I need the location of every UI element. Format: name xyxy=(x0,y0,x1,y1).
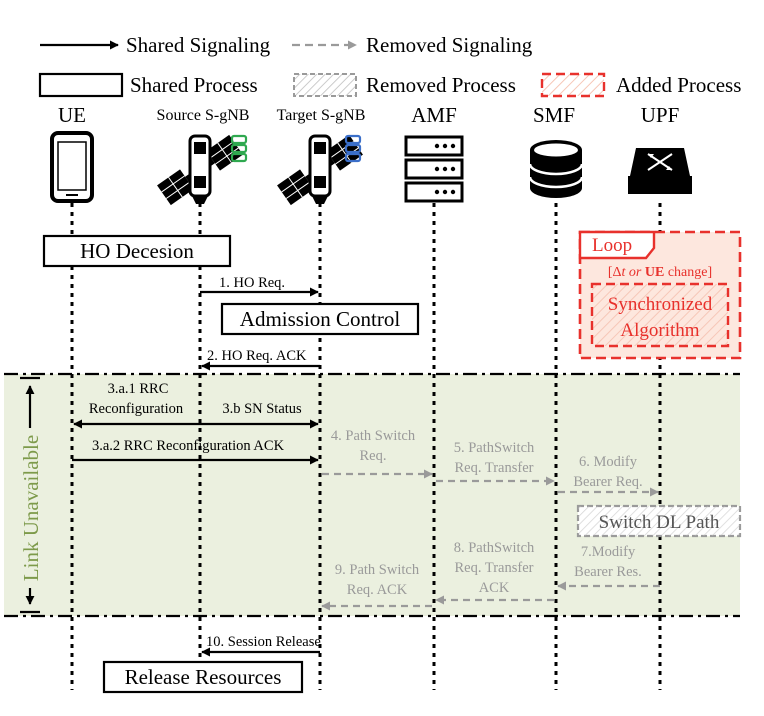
legend-removed-process-box xyxy=(293,73,357,97)
legend-removed-process-label: Removed Process xyxy=(366,73,516,97)
msg-6-label-line2: Bearer Req. xyxy=(573,474,642,490)
msg-9-label-line2: Req. ACK xyxy=(347,582,408,598)
ho-decision-box: HO Decesion xyxy=(42,234,232,268)
ho-decision-label: HO Decesion xyxy=(80,239,194,263)
actor-source-label: Source S-gNB xyxy=(157,107,250,124)
loop-block: Loop [Δt or UE change] Synchronized Algo… xyxy=(578,230,742,360)
actor-target-label: Target S-gNB xyxy=(277,107,366,124)
link-unavailable-indicator: Link Unavailable xyxy=(19,376,43,614)
msg-3b-label: 3.b SN Status xyxy=(222,401,302,417)
legend-shared-process-box xyxy=(38,72,124,98)
synchronized-algorithm-box xyxy=(590,282,730,348)
msg-8-label-line2: Req. Transfer xyxy=(455,560,534,576)
removed-messages: 4. Path Switch Req. 5. PathSwitch Req. T… xyxy=(321,428,660,611)
msg-2-label: 2. HO Req. ACK xyxy=(207,348,307,364)
legend-shared-signaling-label: Shared Signaling xyxy=(126,33,271,57)
legend-added-process-box xyxy=(540,72,606,98)
algorithm-line2: Algorithm xyxy=(620,320,699,341)
msg-8-label-line3: ACK xyxy=(479,580,510,596)
database-icon xyxy=(528,140,584,198)
release-resources-box: Release Resources xyxy=(102,660,304,694)
msg-7-label-line2: Bearer Res. xyxy=(574,564,642,580)
admission-control-box: Admission Control xyxy=(220,302,420,336)
msg-4-label-line2: Req. xyxy=(360,448,387,464)
msg-1-label: 1. HO Req. xyxy=(219,275,285,291)
satellite-icon xyxy=(157,134,243,206)
legend-shared-process-label: Shared Process xyxy=(130,73,258,97)
msg-7-label-line1: 7.Modify xyxy=(581,544,636,560)
msg-10-label: 10. Session Release xyxy=(206,634,321,650)
msg-3a1-label-line1: 3.a.1 RRC xyxy=(108,381,169,397)
release-resources-label: Release Resources xyxy=(125,665,282,689)
msg-6-label-line1: 6. Modify xyxy=(579,454,638,470)
server-rack-icon xyxy=(404,135,464,203)
loop-condition: [Δt or UE change] xyxy=(608,265,712,280)
database-icon xyxy=(344,134,362,163)
msg-4-label-line1: 4. Path Switch xyxy=(331,428,416,444)
legend: Shared Signaling Removed Signaling Share… xyxy=(38,33,741,98)
actor-labels: UE Source S-gNB Target S-gNB AMF SMF UPF xyxy=(58,103,679,127)
switch-dl-path-label: Switch DL Path xyxy=(599,512,720,533)
msg-3a2-label: 3.a.2 RRC Reconfiguration ACK xyxy=(92,438,285,454)
loop-label: Loop xyxy=(592,235,632,256)
algorithm-line1: Synchronized xyxy=(608,294,713,315)
switch-dl-path-box: Switch DL Path xyxy=(576,504,742,538)
msg-5-label-line1: 5. PathSwitch xyxy=(454,440,535,456)
admission-control-label: Admission Control xyxy=(240,307,401,331)
actor-amf-label: AMF xyxy=(411,103,457,127)
lifelines xyxy=(70,203,662,690)
phone-icon xyxy=(50,131,94,203)
legend-added-process-label: Added Process xyxy=(616,73,741,97)
shared-messages: 1. HO Req. 2. HO Req. ACK 3.a.1 RRC Reco… xyxy=(72,275,321,657)
database-icon xyxy=(230,134,248,163)
actor-smf-label: SMF xyxy=(533,103,575,127)
msg-5-label-line2: Req. Transfer xyxy=(455,460,534,476)
link-unavailable-band xyxy=(4,374,740,616)
link-unavailable-label: Link Unavailable xyxy=(19,435,43,581)
legend-removed-signaling-label: Removed Signaling xyxy=(366,33,533,57)
switch-icon xyxy=(628,148,692,194)
msg-9-label-line1: 9. Path Switch xyxy=(335,562,420,578)
actor-upf-label: UPF xyxy=(641,103,680,127)
msg-8-label-line1: 8. PathSwitch xyxy=(454,540,535,556)
msg-3a1-label-line2: Reconfiguration xyxy=(89,401,184,417)
actor-ue-label: UE xyxy=(58,103,86,127)
